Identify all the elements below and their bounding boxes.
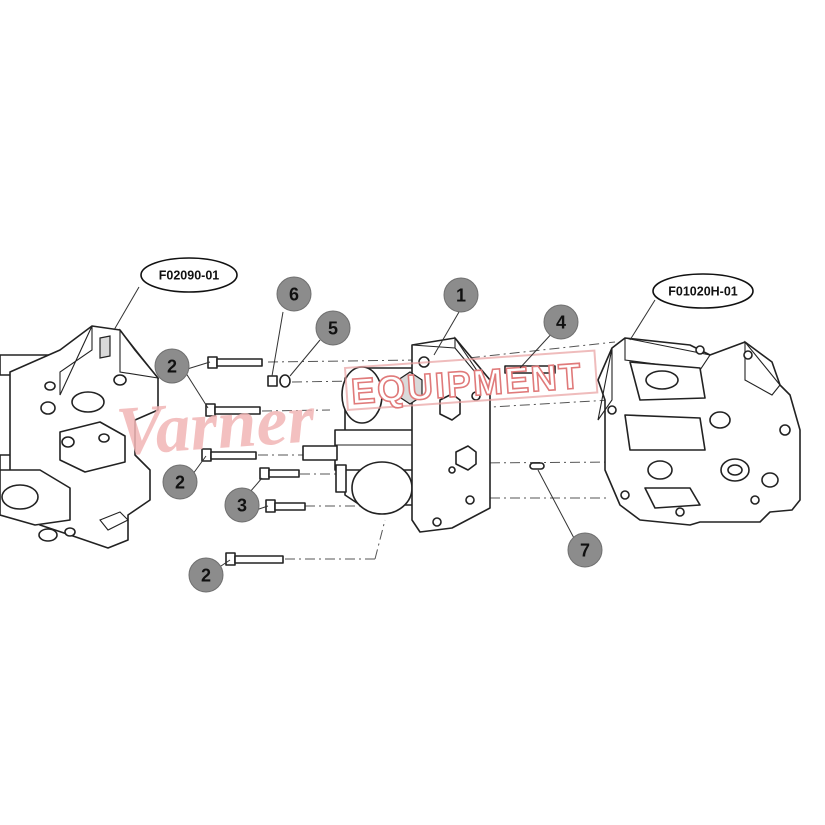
callout-2-top: 2 [154,348,190,384]
reference-label-left: F02090-01 [140,257,238,293]
bolt-long-bottom [225,552,284,566]
reference-oval [140,257,238,293]
bolt-long-middle [205,403,261,417]
callout-number: 3 [237,496,247,516]
callout-2-bottom: 2 [188,557,224,593]
bolt-short-upper [259,467,300,480]
callout-number: 7 [580,541,590,561]
callout-number: 2 [175,473,185,493]
reference-label-right: F01020H-01 [652,273,754,309]
bolt-long-top [207,356,263,369]
bolt-long-lower [201,448,257,462]
small-pin [529,462,545,470]
fasteners [201,356,556,566]
callout-number: 4 [556,313,566,333]
reference-text: F01020H-01 [668,285,738,299]
callout-3: 3 [224,487,260,523]
callout-4: 4 [543,304,579,340]
callout-2-middle: 2 [162,464,198,500]
callout-number: 2 [201,566,211,586]
watermark-box [343,349,599,411]
callout-number: 5 [328,319,338,339]
callout-number: 1 [456,286,466,306]
reference-text: F02090-01 [159,269,220,283]
callout-6: 6 [276,276,312,312]
gearbox-housing-right [597,337,801,526]
nut-and-washer [267,374,291,388]
reference-oval [652,273,754,309]
dowel-pin [504,365,556,374]
bolt-short-lower [265,499,306,513]
callout-7: 7 [567,532,603,568]
callout-number: 6 [289,285,299,305]
frame-assembly-left [0,325,160,549]
callout-1: 1 [443,277,479,313]
watermark-script: Varner [114,380,318,471]
callout-number: 2 [167,357,177,377]
callout-5: 5 [315,310,351,346]
leader-lines [113,286,656,569]
